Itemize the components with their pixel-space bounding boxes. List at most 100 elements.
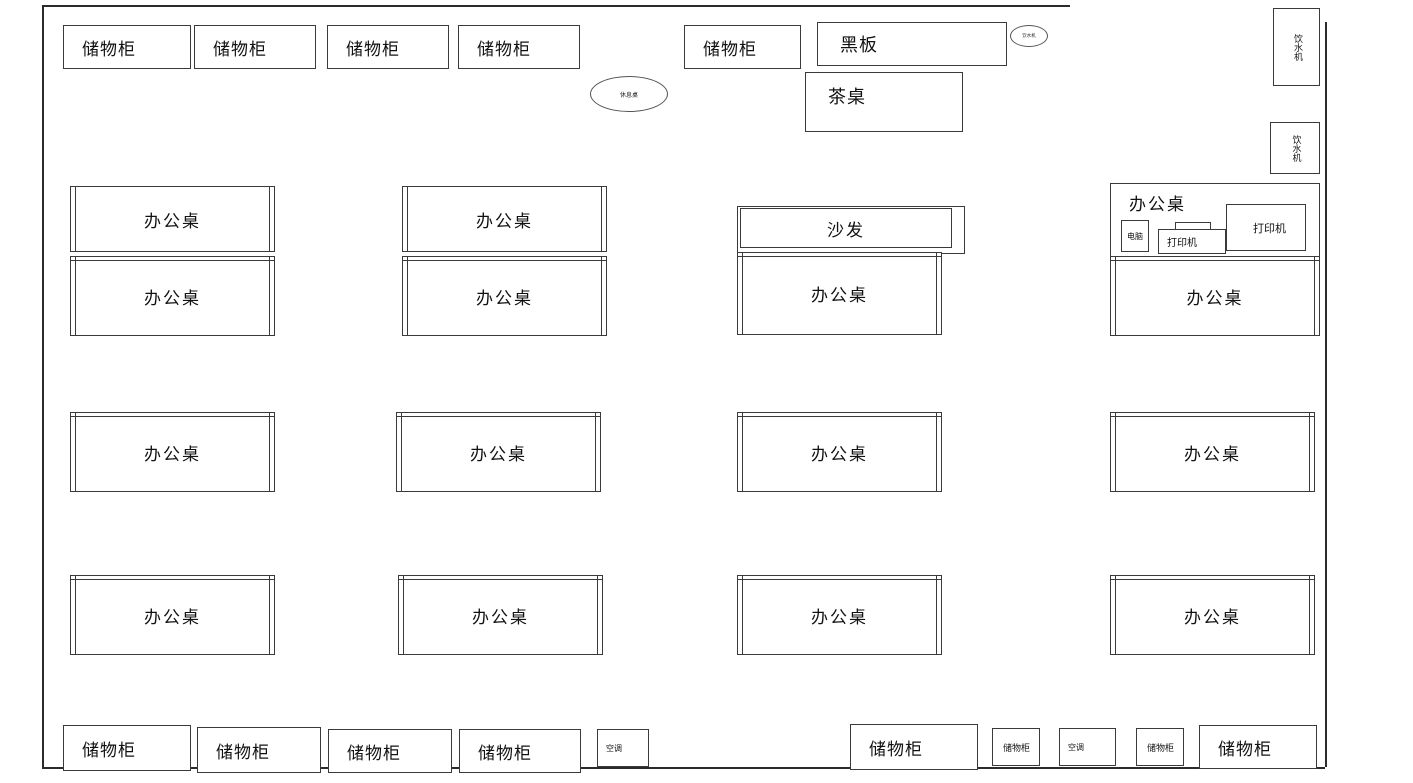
desk-12[interactable]: 办公桌	[737, 575, 942, 655]
desk-edge-line	[936, 413, 937, 491]
right-wall-lower	[1325, 570, 1327, 767]
desk-label: 办公桌	[144, 607, 201, 628]
desk-1[interactable]: 办公桌	[70, 186, 275, 252]
desk-label: 办公桌	[811, 286, 868, 306]
desk-8[interactable]: 办公桌	[737, 412, 942, 492]
desk-edge-line	[597, 576, 598, 654]
desk-13[interactable]: 办公桌	[1110, 575, 1315, 655]
wall-unit-right-1[interactable]: 饮水机	[1273, 8, 1320, 86]
locker-label: 空调	[1068, 742, 1084, 752]
printer-tray	[1175, 222, 1211, 230]
desk-edge-line	[75, 187, 76, 251]
desk-edge-line	[936, 253, 937, 334]
wall-unit-right-2[interactable]: 饮水机	[1270, 122, 1320, 174]
locker-bottom-right-2[interactable]: 储物柜	[992, 728, 1040, 766]
locker-label: 储物柜	[703, 39, 757, 60]
desk-9[interactable]: 办公桌	[1110, 412, 1315, 492]
locker-top-4[interactable]: 储物柜	[458, 25, 580, 69]
desk-edge-line	[399, 579, 602, 580]
blackboard[interactable]: 黑板	[817, 22, 1007, 66]
desk-2[interactable]: 办公桌	[70, 256, 275, 336]
desk-edge-line	[71, 260, 274, 261]
wall-unit-label: 饮水机	[1290, 134, 1301, 162]
printer-label: 打印机	[1253, 221, 1286, 235]
desk-edge-line	[269, 257, 270, 335]
top-wall	[42, 5, 1070, 7]
desk-10[interactable]: 办公桌	[70, 575, 275, 655]
desk-edge-line	[75, 257, 76, 335]
air-conditioner-bottom-right[interactable]: 空调	[1059, 728, 1116, 766]
desk-5[interactable]: 办公桌	[737, 252, 942, 335]
printer-2[interactable]: 打印机	[1226, 204, 1306, 251]
desk-edge-line	[742, 576, 743, 654]
round-table[interactable]: 休息桌	[590, 76, 668, 112]
desk-edge-line	[403, 576, 404, 654]
printer-1[interactable]: 打印机	[1158, 229, 1226, 254]
desk-7[interactable]: 办公桌	[396, 412, 601, 492]
desk-edge-line	[269, 187, 270, 251]
locker-bottom-left-3[interactable]: 储物柜	[328, 729, 452, 773]
desk-11[interactable]: 办公桌	[398, 575, 603, 655]
desk-edge-line	[1309, 413, 1310, 491]
desk-edge-line	[742, 413, 743, 491]
locker-label: 储物柜	[477, 39, 531, 60]
desk-edge-line	[601, 257, 602, 335]
small-round-icon[interactable]: 饮水机	[1010, 25, 1048, 47]
desk-edge-line	[397, 416, 600, 417]
bottom-wall	[42, 767, 1325, 769]
desk-edge-line	[738, 256, 941, 257]
desk-label: 办公桌	[470, 444, 527, 465]
desk-label: 办公桌	[476, 211, 533, 232]
locker-label: 储物柜	[347, 743, 401, 764]
desk-cluster-below[interactable]: 办公桌	[1110, 256, 1320, 336]
desk-4[interactable]: 办公桌	[402, 256, 607, 336]
locker-label: 储物柜	[1218, 739, 1272, 760]
small-device[interactable]: 电脑	[1121, 220, 1149, 252]
desk-edge-line	[1111, 579, 1314, 580]
locker-bottom-left-1[interactable]: 储物柜	[63, 725, 191, 771]
locker-label: 储物柜	[346, 39, 400, 60]
locker-label: 储物柜	[478, 743, 532, 764]
desk-edge-line	[595, 413, 596, 491]
desk-edge-line	[407, 187, 408, 251]
desk-edge-line	[71, 579, 274, 580]
desk-edge-line	[601, 187, 602, 251]
locker-top-5[interactable]: 储物柜	[684, 25, 801, 69]
desk-label: 办公桌	[476, 288, 533, 309]
locker-label: 储物柜	[213, 39, 267, 60]
locker-bottom-left-4[interactable]: 储物柜	[459, 729, 581, 773]
desk-edge-line	[1115, 576, 1116, 654]
desk-6[interactable]: 办公桌	[70, 412, 275, 492]
desk-edge-line	[75, 413, 76, 491]
locker-bottom-right-1[interactable]: 储物柜	[850, 724, 978, 770]
desk-edge-line	[269, 413, 270, 491]
desk-edge-line	[738, 579, 941, 580]
locker-label: 储物柜	[1147, 743, 1175, 754]
sofa[interactable]: 沙发	[740, 208, 952, 248]
locker-bottom-right-5[interactable]: 储物柜	[1199, 725, 1317, 769]
right-wall-upper	[1325, 22, 1327, 570]
tea-table[interactable]: 茶桌	[805, 72, 963, 132]
desk-edge-line	[1111, 416, 1314, 417]
desk-edge-line	[742, 253, 743, 334]
desk-label: 办公桌	[144, 288, 201, 309]
desk-edge-line	[269, 576, 270, 654]
desk-edge-line	[936, 576, 937, 654]
desk-edge-line	[1309, 576, 1310, 654]
desk-label: 办公桌	[144, 444, 201, 465]
desk-edge-line	[1314, 257, 1315, 335]
device-label: 电脑	[1127, 231, 1143, 241]
locker-label: 储物柜	[869, 739, 923, 760]
locker-bottom-left-2[interactable]: 储物柜	[197, 727, 321, 773]
desk-label: 办公桌	[1186, 288, 1244, 309]
locker-top-1[interactable]: 储物柜	[63, 25, 191, 69]
desk-edge-line	[407, 257, 408, 335]
locker-top-2[interactable]: 储物柜	[194, 25, 316, 69]
desk-edge-line	[75, 576, 76, 654]
desk-edge-line	[401, 413, 402, 491]
locker-bottom-right-4[interactable]: 储物柜	[1136, 728, 1184, 766]
desk-edge-line	[1115, 257, 1116, 335]
desk-3[interactable]: 办公桌	[402, 186, 607, 252]
air-conditioner-bottom-left[interactable]: 空调	[597, 729, 649, 767]
locker-top-3[interactable]: 储物柜	[327, 25, 449, 69]
